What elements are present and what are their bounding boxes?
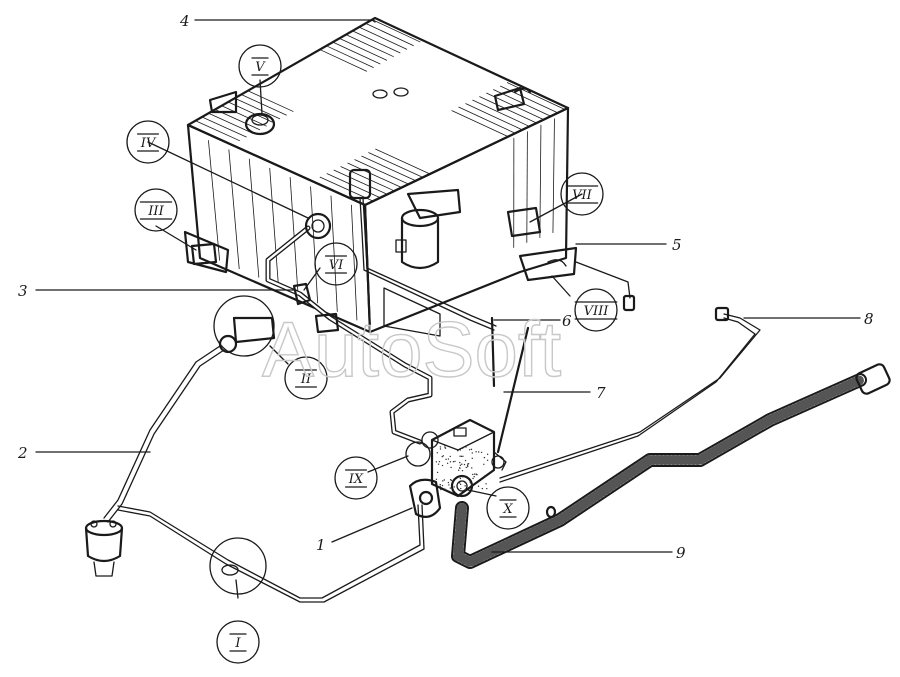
detail-circle-d8: VIII: [574, 288, 618, 332]
detail-label-d8: VIII: [584, 304, 610, 319]
fittings: [190, 112, 636, 469]
leader-lines: [35, 19, 861, 599]
detail-circle-d4: IV: [126, 120, 170, 164]
detail-label-d3: III: [147, 204, 164, 219]
heater-hose-9: [451, 363, 891, 569]
fitting-detail-IX: [405, 441, 431, 467]
detail-label-d10: X: [502, 502, 513, 517]
detail-label-d6: VI: [329, 258, 344, 273]
detail-label-d4: IV: [140, 136, 157, 151]
callout-2: 2: [17, 444, 28, 462]
control-rod: [496, 326, 530, 454]
callout-1: 1: [316, 536, 326, 554]
callout-9: 9: [676, 544, 686, 562]
filler-neck: [348, 168, 372, 233]
detail-circle-d10: X: [486, 486, 530, 530]
callout-8: 8: [864, 310, 874, 328]
distributor-valve: [408, 418, 507, 519]
detail-label-d5: V: [255, 60, 266, 75]
detail-circle-d2: II: [284, 356, 328, 400]
detail-circle-d6: VI: [314, 242, 358, 286]
detail-circle-d1: I: [216, 620, 260, 664]
detail-label-d1: I: [234, 636, 241, 651]
fuel-line-main: [265, 225, 433, 445]
sediment-filter: [84, 519, 124, 577]
callout-numbers: 4 3 2 5 6 7 8 1 9: [17, 12, 874, 562]
fuel-line-2: [103, 345, 425, 603]
detail-label-d7: VII: [572, 188, 593, 203]
callout-5: 5: [672, 236, 682, 254]
detail-label-d2: II: [300, 372, 312, 387]
fuel-line-pump-return: [361, 231, 497, 331]
fitting-detail-II: [213, 295, 275, 357]
detail-label-d9: IX: [348, 472, 364, 487]
watermark: AutoSoft: [262, 305, 562, 393]
callout-4: 4: [179, 12, 190, 30]
fuel-tank: [183, 16, 570, 337]
fuel-line-8: [499, 306, 761, 483]
drain-rod: [490, 316, 496, 388]
callout-7: 7: [596, 384, 606, 402]
callout-3: 3: [18, 282, 28, 300]
electric-fuel-pump: [395, 208, 440, 270]
detail-circle-d3: III: [134, 188, 178, 232]
callout-6: 6: [562, 312, 572, 330]
detail-circle-d9: IX: [334, 456, 378, 500]
detail-circle-d7: VII: [560, 172, 604, 216]
